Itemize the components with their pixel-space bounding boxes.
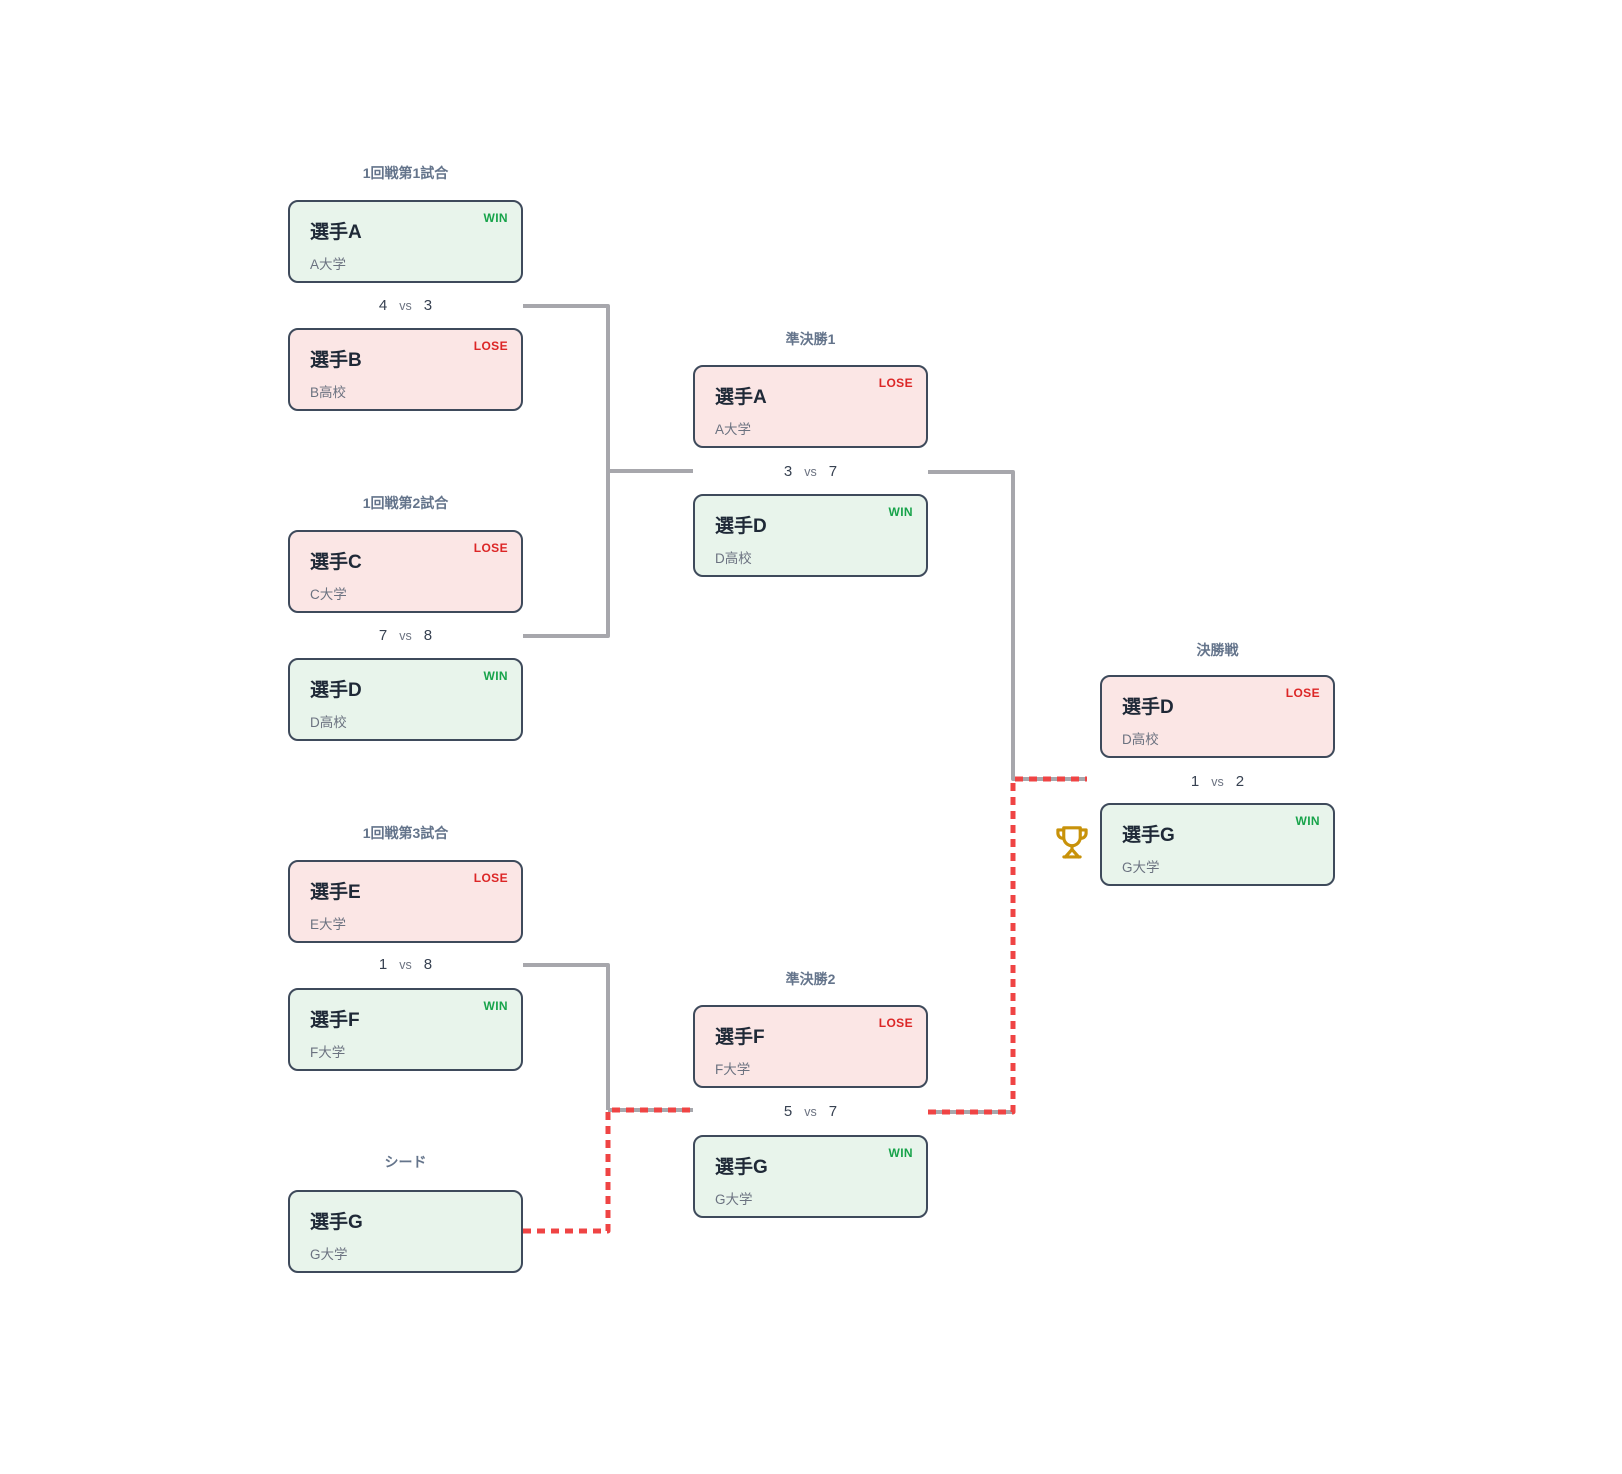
round-title-seed: シード — [384, 1154, 427, 1170]
player-school: D高校 — [715, 551, 752, 566]
player-school: F大学 — [310, 1045, 346, 1060]
connector-semifinal1-to-final — [928, 470, 1087, 781]
player-name: 選手G — [715, 1157, 768, 1178]
score-left: 3 — [783, 463, 793, 480]
player-card-sf1-top: LOSE 選手A A大学 — [693, 365, 928, 448]
player-school: B高校 — [310, 385, 347, 400]
player-name: 選手F — [715, 1027, 765, 1048]
player-card-sf2-top: LOSE 選手F F大学 — [693, 1005, 928, 1088]
score-right: 7 — [828, 463, 838, 480]
round-title-sf2: 準決勝2 — [785, 971, 836, 987]
result-badge: LOSE — [473, 541, 508, 555]
round-title-r1m2: 1回戦第2試合 — [362, 495, 449, 511]
player-card-final-bottom: WIN 選手G G大学 — [1100, 803, 1335, 886]
score-right: 8 — [423, 627, 433, 644]
score-right: 2 — [1235, 773, 1245, 790]
player-card-r1m1-bottom: LOSE 選手B B高校 — [288, 328, 523, 411]
score-right: 3 — [423, 297, 433, 314]
connector-round1-upper — [523, 304, 610, 638]
result-badge: WIN — [483, 211, 508, 225]
result-badge: WIN — [888, 505, 913, 519]
player-name: 選手D — [715, 516, 767, 537]
score-right: 8 — [423, 956, 433, 973]
result-badge: LOSE — [473, 339, 508, 353]
trophy-icon — [1056, 826, 1088, 859]
player-name: 選手G — [310, 1212, 363, 1233]
result-badge: LOSE — [473, 871, 508, 885]
round-title-sf1: 準決勝1 — [785, 331, 836, 347]
player-school: A大学 — [715, 422, 752, 437]
player-school: D高校 — [1122, 732, 1159, 747]
player-name: 選手E — [310, 882, 361, 903]
round-title-final: 決勝戦 — [1196, 642, 1239, 658]
result-badge: WIN — [483, 999, 508, 1013]
connector-round1-lower — [523, 963, 610, 1110]
player-school: C大学 — [310, 587, 347, 602]
score-r1m2: 7 vs 8 — [288, 626, 523, 646]
score-vs: vs — [399, 629, 412, 643]
score-left: 4 — [378, 297, 388, 314]
player-school: D高校 — [310, 715, 347, 730]
score-right: 7 — [828, 1103, 838, 1120]
player-card-final-top: LOSE 選手D D高校 — [1100, 675, 1335, 758]
player-name: 選手A — [715, 387, 767, 408]
player-card-seed: 選手G G大学 — [288, 1190, 523, 1273]
score-vs: vs — [804, 1105, 817, 1119]
score-final: 1 vs 2 — [1100, 772, 1335, 792]
score-vs: vs — [399, 299, 412, 313]
player-card-r1m3-bottom: WIN 選手F F大学 — [288, 988, 523, 1071]
player-name: 選手A — [310, 222, 362, 243]
score-r1m1: 4 vs 3 — [288, 296, 523, 316]
score-left: 7 — [378, 627, 388, 644]
player-name: 選手F — [310, 1010, 360, 1031]
player-name: 選手C — [310, 552, 362, 573]
score-left: 1 — [1190, 773, 1200, 790]
champion-path-seed-to-semifinal2 — [523, 1107, 693, 1234]
player-card-sf1-bottom: WIN 選手D D高校 — [693, 494, 928, 577]
player-school: E大学 — [310, 917, 347, 932]
player-card-sf2-bottom: WIN 選手G G大学 — [693, 1135, 928, 1218]
score-left: 1 — [378, 956, 388, 973]
round-title-r1m1: 1回戦第1試合 — [362, 165, 449, 181]
player-name: 選手G — [1122, 825, 1175, 846]
round-title-r1m3: 1回戦第3試合 — [362, 825, 449, 841]
score-sf1: 3 vs 7 — [693, 462, 928, 482]
player-name: 選手D — [310, 680, 362, 701]
score-r1m3: 1 vs 8 — [288, 955, 523, 975]
player-school: F大学 — [715, 1062, 751, 1077]
player-card-r1m3-top: LOSE 選手E E大学 — [288, 860, 523, 943]
player-school: A大学 — [310, 257, 347, 272]
player-name: 選手D — [1122, 697, 1174, 718]
player-school: G大学 — [1122, 860, 1160, 875]
player-school: G大学 — [310, 1247, 348, 1262]
result-badge: WIN — [1295, 814, 1320, 828]
score-vs: vs — [399, 958, 412, 972]
result-badge: LOSE — [878, 1016, 913, 1030]
score-vs: vs — [1211, 775, 1224, 789]
result-badge: LOSE — [1285, 686, 1320, 700]
result-badge: WIN — [483, 669, 508, 683]
player-card-r1m2-top: LOSE 選手C C大学 — [288, 530, 523, 613]
player-card-r1m2-bottom: WIN 選手D D高校 — [288, 658, 523, 741]
champion-path-semifinal2-to-final — [928, 776, 1087, 1115]
score-sf2: 5 vs 7 — [693, 1102, 928, 1122]
result-badge: LOSE — [878, 376, 913, 390]
result-badge: WIN — [888, 1146, 913, 1160]
score-left: 5 — [783, 1103, 793, 1120]
player-name: 選手B — [310, 350, 362, 371]
player-card-r1m1-top: WIN 選手A A大学 — [288, 200, 523, 283]
score-vs: vs — [804, 465, 817, 479]
player-school: G大学 — [715, 1192, 753, 1207]
